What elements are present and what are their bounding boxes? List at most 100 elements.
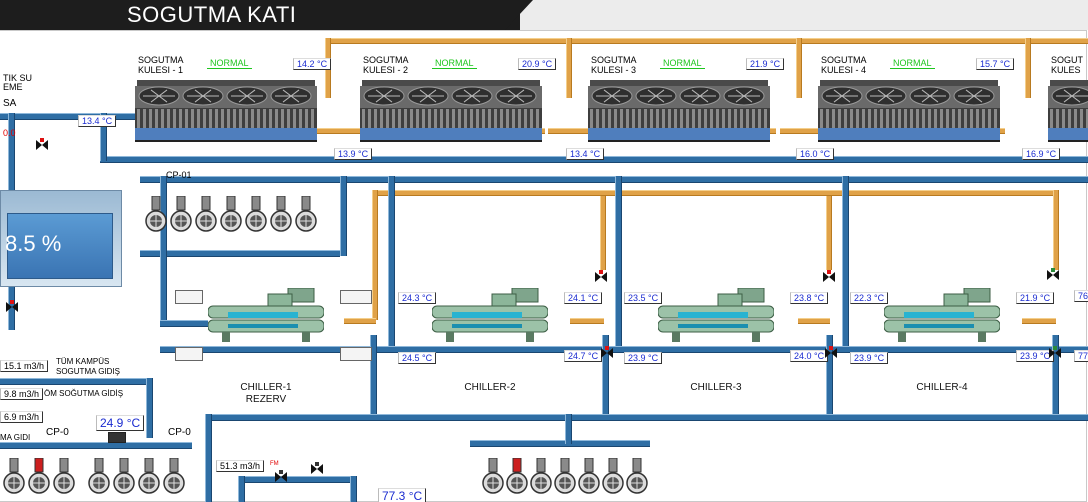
chiller-name: CHILLER-4 — [916, 382, 968, 393]
flow-reading-2: 9.8 m3/h — [0, 388, 44, 400]
valve-icon[interactable] — [5, 300, 19, 314]
pipe-blue-h — [0, 378, 150, 385]
tower-return-temp: 13.9 °C — [334, 148, 373, 160]
water-tank[interactable]: 8.5 % — [0, 190, 122, 287]
pump-icon[interactable] — [506, 457, 528, 498]
pipe-orange-v — [1053, 190, 1059, 270]
chiller-temp: 24.1 °C — [564, 292, 603, 304]
pipe-orange-top — [325, 38, 1088, 44]
tower-status: NORMAL — [660, 58, 705, 69]
fm-label: FM — [270, 461, 279, 467]
pump-icon[interactable] — [245, 195, 267, 236]
pump-icon[interactable] — [53, 457, 75, 498]
chiller-name: CHILLER-3 — [690, 382, 742, 393]
pump-icon[interactable] — [113, 457, 135, 498]
pipe-orange-h — [344, 318, 376, 324]
pipe-blue-v — [602, 335, 609, 415]
pipe-blue-h — [140, 250, 340, 257]
cooling-tower-3[interactable] — [588, 80, 770, 142]
pipe-blue-v — [160, 176, 167, 326]
pump-icon[interactable] — [602, 457, 624, 498]
pipe-blue-h — [140, 176, 1088, 183]
title-bar: SOGUTMA KATI — [0, 0, 1088, 30]
pipe-orange-h — [798, 318, 830, 324]
chiller-readout-empty — [340, 290, 372, 304]
valve-icon[interactable] — [824, 346, 838, 360]
valve-icon[interactable] — [310, 462, 324, 476]
pump-icon[interactable] — [295, 195, 317, 236]
pipe-blue-h — [0, 113, 140, 120]
pump-icon[interactable] — [482, 457, 504, 498]
pump-icon[interactable] — [270, 195, 292, 236]
tower-label: SOGUTMA KULESI - 3 — [591, 55, 637, 75]
tower-return-temp: 13.4 °C — [78, 115, 117, 127]
chiller-temp: 23.9 °C — [850, 352, 889, 364]
pump-icon[interactable] — [220, 195, 242, 236]
valve-icon[interactable] — [600, 346, 614, 360]
edge-reading: 76 — [1074, 290, 1088, 302]
chiller-unit-4[interactable] — [883, 287, 1001, 344]
chiller-name: CHILLER-1 REZERV — [240, 382, 292, 405]
chiller-temp: 23.5 °C — [624, 292, 663, 304]
chiller-temp: 24.5 °C — [398, 352, 437, 364]
tower-label: SOGUTMA KULESI - 2 — [363, 55, 409, 75]
pump-icon[interactable] — [170, 195, 192, 236]
left-label-2: EME — [3, 82, 23, 92]
pipe-blue-v — [100, 113, 107, 161]
pump-icon[interactable] — [578, 457, 600, 498]
tower-return-temp: 13.4 °C — [566, 148, 605, 160]
pipe-blue-v — [370, 335, 377, 415]
chiller-temp: 24.3 °C — [398, 292, 437, 304]
pump-icon[interactable] — [626, 457, 648, 498]
pump-icon[interactable] — [163, 457, 185, 498]
pump-icon[interactable] — [554, 457, 576, 498]
chiller-readout-empty — [175, 347, 203, 361]
chiller-temp: 24.0 °C — [790, 350, 829, 362]
pump-icon[interactable] — [145, 195, 167, 236]
page-title: SOGUTMA KATI — [127, 2, 297, 27]
chiller-unit-2[interactable] — [431, 287, 549, 344]
valve-icon[interactable] — [35, 138, 49, 152]
pump-icon[interactable] — [3, 457, 25, 498]
chiller-temp: 21.9 °C — [1016, 292, 1055, 304]
chiller-name: CHILLER-2 — [464, 382, 516, 393]
pipe-orange-v — [600, 190, 606, 270]
pipe-blue-v — [565, 414, 572, 444]
pipe-blue-v — [350, 476, 357, 502]
campus-return-label: ÖM SOĞUTMA GİDİŞ — [44, 389, 124, 398]
pump-icon[interactable] — [28, 457, 50, 498]
tower-status: NORMAL — [890, 58, 935, 69]
pipe-blue-v — [615, 176, 622, 346]
chiller-unit-3[interactable] — [657, 287, 775, 344]
chiller-unit-1[interactable] — [207, 287, 325, 344]
valve-icon[interactable] — [1046, 268, 1060, 282]
valve-icon[interactable] — [594, 270, 608, 284]
tower-temp: 21.9 °C — [746, 58, 785, 70]
pipe-blue-v — [238, 476, 245, 502]
pipe-blue-h — [160, 320, 208, 327]
pipe-blue-v — [146, 378, 153, 438]
pipe-orange-h — [570, 318, 604, 324]
cooling-tower-5[interactable] — [1048, 80, 1088, 142]
pump-icon[interactable] — [195, 195, 217, 236]
cooling-tower-2[interactable] — [360, 80, 542, 142]
pipe-blue-h — [205, 414, 1088, 421]
valve-icon[interactable] — [822, 270, 836, 284]
chiller-temp: 23.9 °C — [1016, 350, 1055, 362]
cooling-tower-1[interactable] — [135, 80, 317, 142]
chiller-temp: 24.7 °C — [564, 350, 603, 362]
chiller-temp: 23.9 °C — [624, 352, 663, 364]
tank-level: 8.5 % — [5, 231, 62, 256]
left-label-3: SA — [3, 98, 17, 109]
cooling-tower-4[interactable] — [818, 80, 1000, 142]
valve-icon[interactable] — [274, 470, 288, 484]
pump-icon[interactable] — [530, 457, 552, 498]
pipe-orange-h — [600, 190, 830, 196]
meter-icon — [108, 432, 126, 443]
pump-icon[interactable] — [138, 457, 160, 498]
flow-reading-1: 15.1 m3/h — [0, 360, 49, 372]
pump-icon[interactable] — [88, 457, 110, 498]
tower-label: SOGUT KULES — [1051, 55, 1084, 75]
cp0-label-right: CP-0 — [168, 427, 191, 438]
valve-icon[interactable] — [1048, 346, 1062, 360]
